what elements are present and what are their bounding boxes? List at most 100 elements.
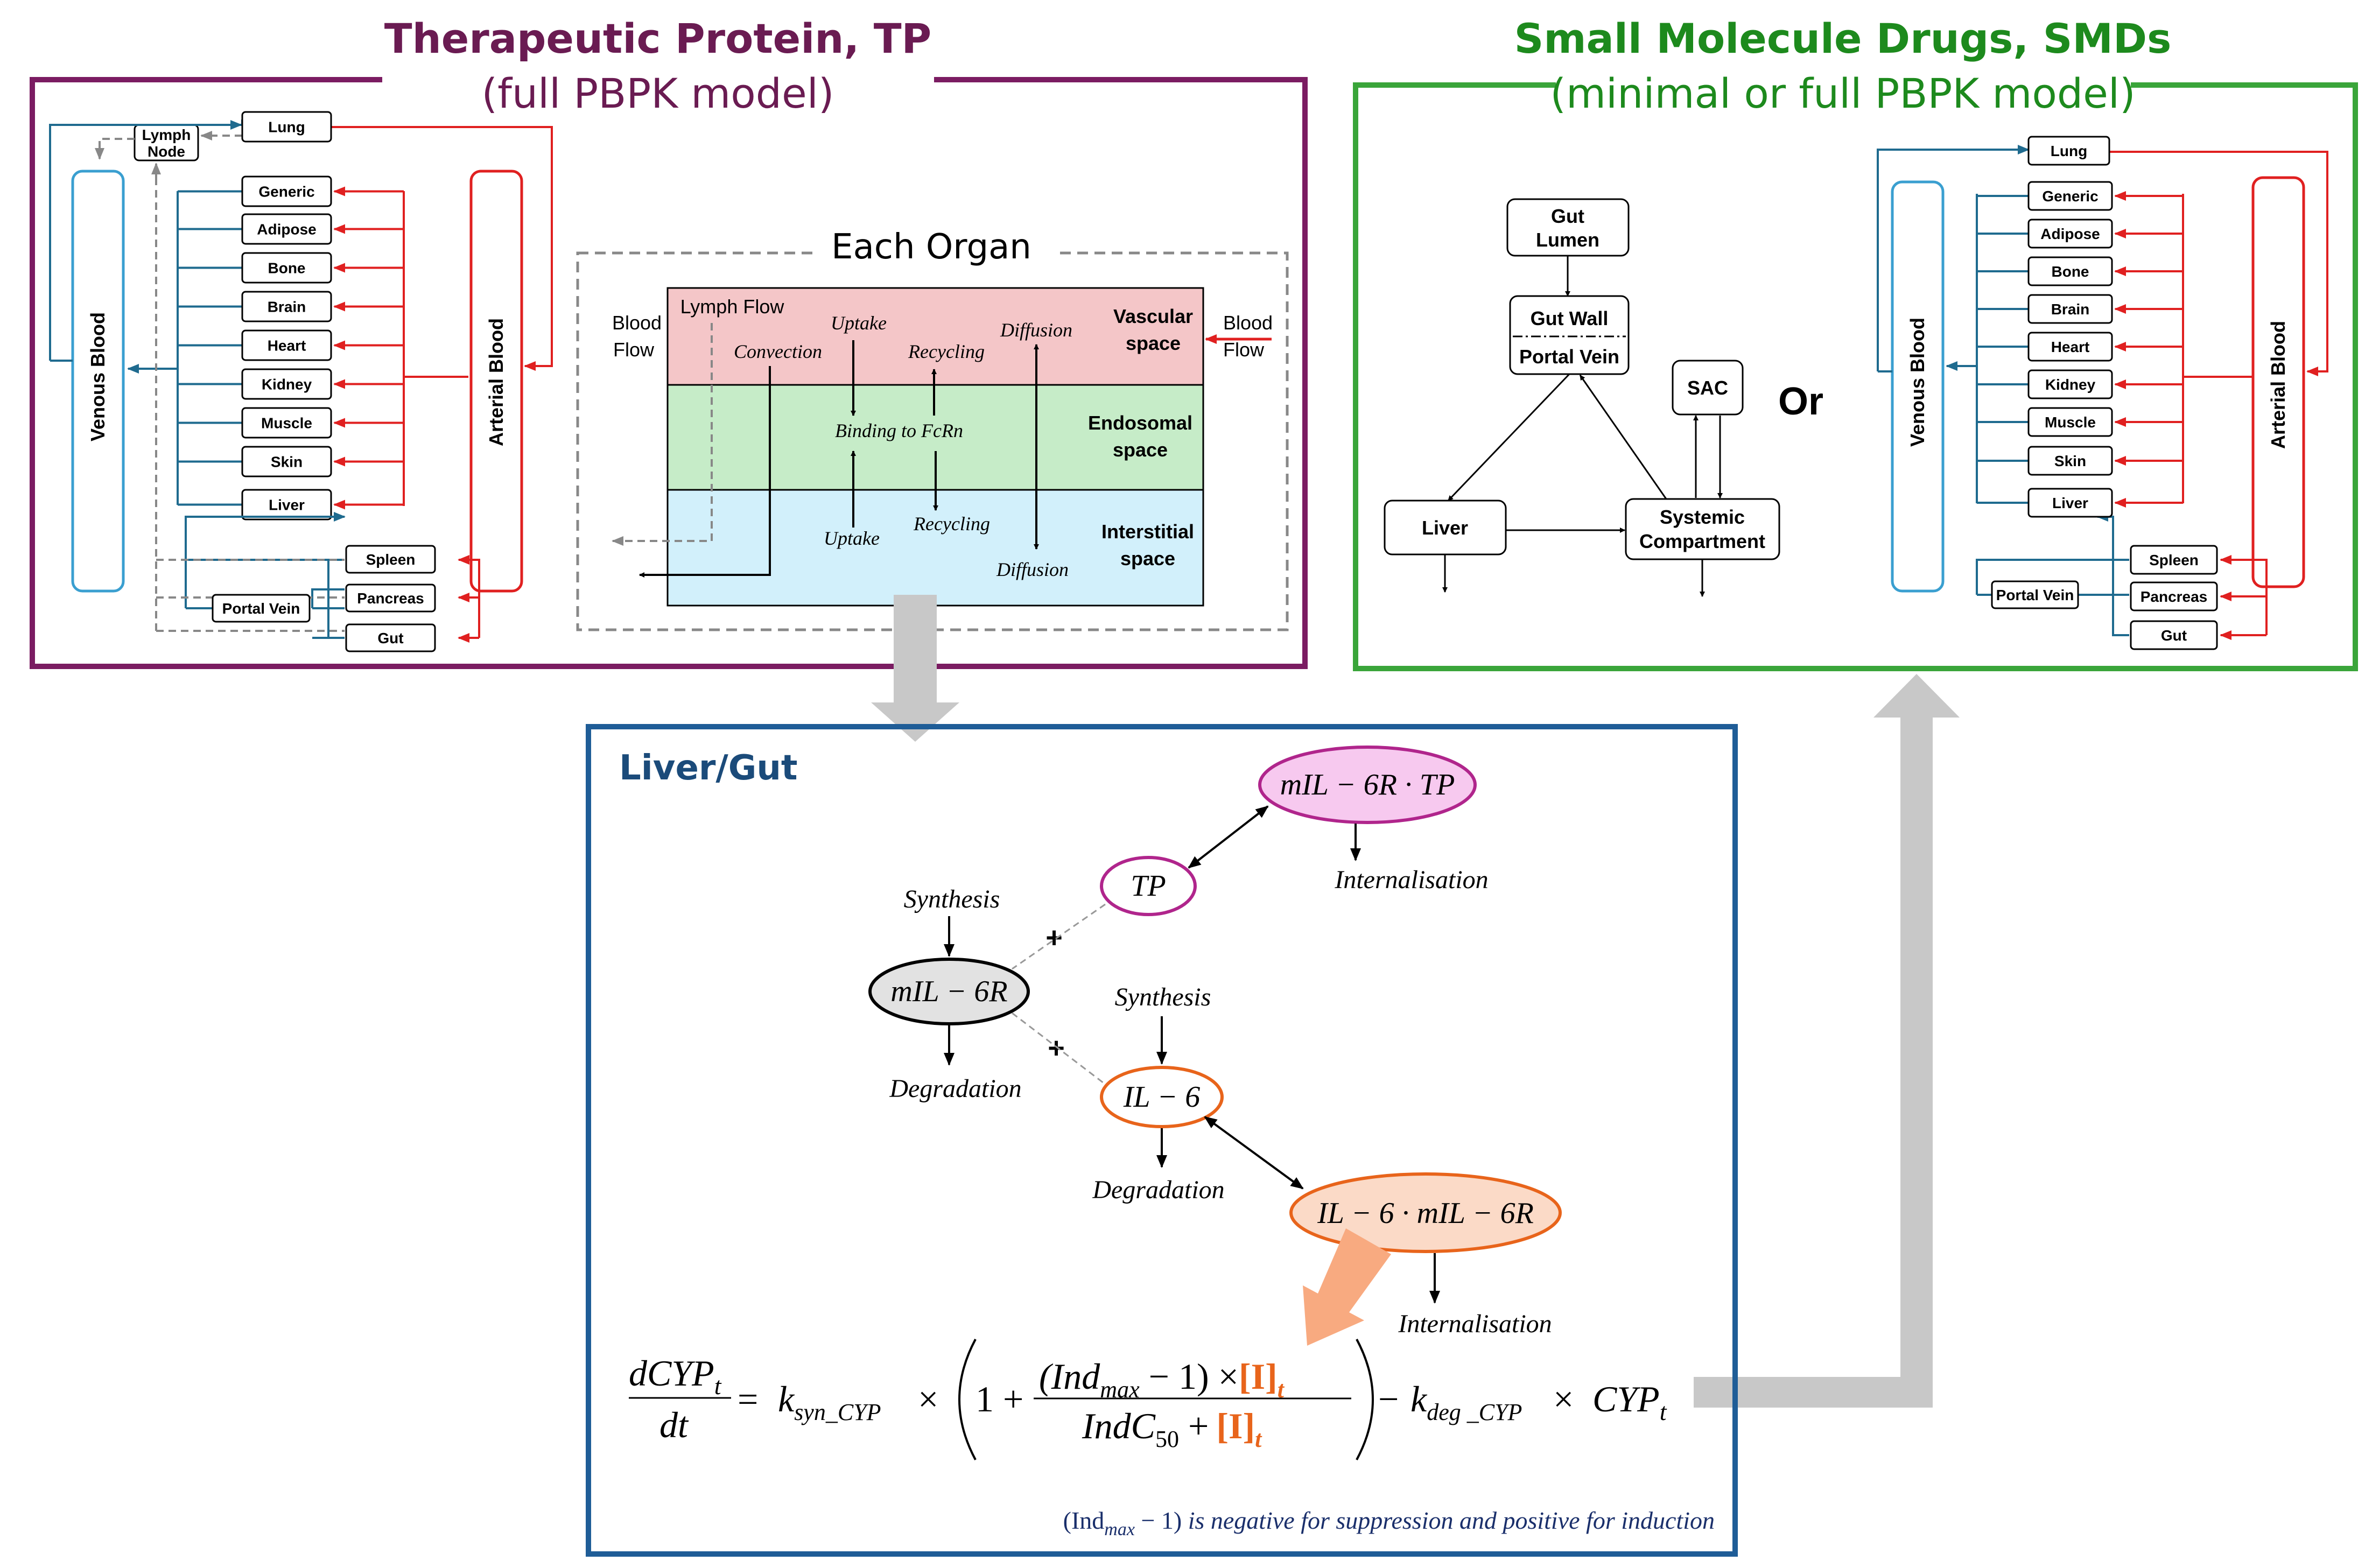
organ-label-heart: Heart: [268, 337, 306, 354]
cyp-equation: dCYPt dt = ksyn_CYP × 1 + (Indmax − 1) ×…: [629, 1339, 1667, 1460]
eq-times-2: ×: [1553, 1379, 1574, 1419]
liver-panel-frame: [586, 724, 1738, 1557]
lymph-flow-label: Lymph Flow: [680, 296, 785, 318]
venous-blood-label: Venous Blood: [87, 312, 109, 441]
eq-frac-den: IndC50 +[I]t: [1082, 1405, 1262, 1452]
recycling-bottom-label: Recycling: [913, 513, 990, 535]
organ-box-liver: [2027, 488, 2113, 518]
organ-label-brain: Brain: [268, 299, 306, 315]
organ-label-muscle: Muscle: [261, 415, 312, 432]
organ-box-pancreas: [345, 583, 436, 613]
liver-panel: Liver/Gut mIL − 6R · TP TP mIL − 6R IL −…: [586, 724, 1738, 1557]
organ-label-pancreas: Pancreas: [2141, 588, 2208, 605]
lymph-node-label-2: Node: [148, 143, 185, 160]
tp-splanchnic: [156, 512, 480, 643]
tp-portal-vein-label: Portal Vein: [222, 600, 300, 617]
highlight-arrow: [1303, 1228, 1391, 1346]
eq-k-syn: ksyn_CYP: [778, 1379, 881, 1425]
or-label: Or: [1778, 380, 1823, 423]
organ-box-adipose: [241, 213, 332, 245]
eq-inhib-den: [I]: [1216, 1405, 1255, 1446]
eq-frac-num: (Indmax − 1) ×[I]t: [1039, 1356, 1285, 1403]
organ-label-brain: Brain: [2051, 301, 2090, 318]
gut-lumen-label-2: Lumen: [1536, 229, 1599, 251]
mil6r-node-label: mIL − 6R: [890, 975, 1007, 1008]
smd-arterial-blood-label: Arterial Blood: [2267, 321, 2289, 449]
organ-label-lung: Lung: [2051, 143, 2087, 159]
vascular-label-2: space: [1126, 332, 1181, 354]
venous-blood-box: [71, 170, 125, 593]
tp-panel-title: Therapeutic Protein, TP: [384, 15, 932, 62]
eq-one-plus: 1 +: [976, 1379, 1023, 1419]
eq-inhib-den-sub: t: [1255, 1426, 1262, 1452]
organ-box-heart: [2027, 332, 2113, 362]
smd-arrows: [1442, 373, 1723, 597]
interstitial-label-1: Interstitial: [1101, 521, 1194, 543]
organ-label-skin: Skin: [2054, 453, 2086, 469]
tp-panel: Therapeutic Protein, TP (full PBPK model…: [30, 15, 1308, 669]
lymph-flow-arrow: [612, 323, 713, 546]
tp-flows: [49, 119, 553, 631]
tp-node: [1100, 856, 1197, 916]
uptake-top-label: Uptake: [831, 312, 887, 334]
diffusion-bottom-label: Diffusion: [996, 559, 1069, 580]
each-organ-title-bg: [813, 225, 1055, 273]
organ-label-gut: Gut: [377, 630, 403, 646]
eq-lhs-num-sub: t: [714, 1372, 722, 1400]
eq-equals: =: [738, 1379, 758, 1419]
organ-box-lung: [241, 111, 332, 143]
eq-k-deg: kdeg _CYP: [1410, 1379, 1522, 1425]
binding-fcrn-label: Binding to FcRn: [835, 420, 963, 441]
organ-box-bone: [241, 252, 332, 284]
smd-flows: [1877, 145, 2328, 640]
liver-arrows: [944, 805, 1440, 1304]
blood-flow-in-2: Flow: [1223, 339, 1265, 361]
eq-k-syn-sub: syn_CYP: [794, 1399, 881, 1425]
ind-max-note: (Indmax − 1) is negative for suppression…: [1063, 1507, 1715, 1539]
vascular-label-1: Vascular: [1113, 305, 1193, 327]
organ-label-kidney: Kidney: [2045, 376, 2096, 393]
tp-panel-frame: [30, 77, 1308, 669]
organ-box-muscle: [2027, 407, 2113, 437]
eq-inhib-num-sub: t: [1278, 1376, 1285, 1403]
tp-node-label: TP: [1131, 869, 1166, 903]
organ-box-spleen: [2130, 545, 2218, 575]
arterial-blood-box: [469, 170, 523, 593]
interstitial-label-2: space: [1120, 547, 1175, 569]
liver-panel-title: Liver/Gut: [619, 748, 797, 788]
gut-wall-label: Gut Wall: [1531, 307, 1609, 329]
eq-times-1: ×: [918, 1379, 938, 1419]
tp-organ-list: LungGenericAdiposeBoneBrainHeartKidneyMu…: [178, 111, 436, 652]
organ-label-spleen: Spleen: [366, 551, 416, 568]
il6-mil6r-complex: [1289, 1172, 1562, 1253]
organ-label-adipose: Adipose: [257, 221, 316, 238]
il6-node-label: IL − 6: [1123, 1080, 1201, 1114]
organ-label-skin: Skin: [271, 454, 303, 470]
uptake-bottom-label: Uptake: [824, 528, 880, 549]
degradation-label-2: Degradation: [1092, 1176, 1224, 1204]
plus-sign-2: +: [1048, 1032, 1065, 1064]
down-connector-arrow: [871, 595, 959, 742]
organ-box-brain: [2027, 294, 2113, 324]
organ-box-spleen: [345, 545, 436, 574]
smd-portal-vein-box: [1991, 580, 2079, 609]
organ-box-lung: [2027, 136, 2110, 166]
organ-box-muscle: [241, 407, 332, 439]
organ-label-pancreas: Pancreas: [357, 590, 424, 607]
organ-box-kidney: [2027, 369, 2113, 399]
mil6r-tp-complex: [1258, 746, 1477, 824]
systemic-label-1: Systemic: [1660, 506, 1745, 528]
eq-cyp: CYPt: [1592, 1379, 1667, 1425]
smd-liver-label: Liver: [1422, 517, 1468, 539]
sac-box: [1672, 360, 1744, 416]
smd-organ-list: LungGenericAdiposeBoneBrainHeartKidneyMu…: [1977, 136, 2218, 650]
organ-label-adipose: Adipose: [2040, 226, 2100, 242]
smd-portal-vein-label: Portal Vein: [1519, 346, 1619, 368]
up-connector-arrow: [1694, 674, 1960, 1408]
tp-panel-subtitle: (full PBPK model): [481, 69, 834, 117]
eq-cyp-sub: t: [1660, 1398, 1667, 1425]
eq-lhs-den: dt: [659, 1404, 689, 1445]
organ-box-gut: [345, 623, 436, 652]
mil6r-node: [868, 958, 1030, 1025]
